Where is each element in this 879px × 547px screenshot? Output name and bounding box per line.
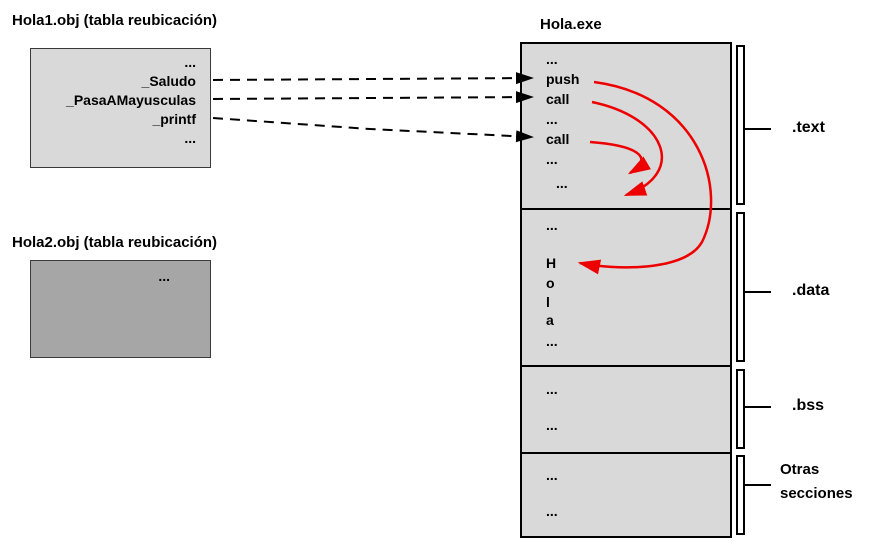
otras-label-line1: Otras [780, 461, 820, 478]
otras-line-dots1: ... [546, 467, 558, 483]
exe-title: Hola.exe [540, 16, 602, 33]
otras-section-label: Otras secciones [780, 458, 853, 506]
text-section-label: .text [792, 119, 825, 136]
text-line-dots3: ... [546, 151, 558, 167]
text-tick [745, 128, 771, 130]
text-section-strip [736, 45, 745, 205]
hola1-title: Hola1.obj (tabla reubicación) [12, 12, 218, 29]
text-line-push: push [546, 71, 580, 87]
data-line-dots1: ... [546, 217, 558, 233]
data-section-label: .data [792, 282, 830, 299]
data-line-a: a [546, 312, 554, 328]
hola1-row-saludo: _Saludo [141, 73, 196, 89]
hola2-title: Hola2.obj (tabla reubicación) [12, 234, 218, 251]
hola1-row-dots-bottom: ... [184, 130, 196, 146]
hola1-row-pasaamayusculas: _PasaAMayusculas [66, 92, 196, 108]
text-line-dots2: ... [546, 111, 558, 127]
hola1-row-dots-top: ... [184, 54, 196, 70]
hola1-relocation-table: ... _Saludo _PasaAMayusculas _printf ... [30, 48, 211, 168]
otras-section-strip [736, 455, 745, 535]
bss-section-label: .bss [792, 397, 825, 414]
text-line-call2: call [546, 131, 570, 147]
otras-label-line2: secciones [780, 485, 853, 502]
dashed-arrow-pasaamayusculas-to-call [212, 91, 534, 104]
data-tick [745, 291, 771, 293]
bss-section-strip [736, 369, 745, 449]
dashed-arrow-printf-to-call [212, 117, 534, 143]
bss-line-dots2: ... [546, 417, 558, 433]
hola2-relocation-table: ... [30, 260, 211, 358]
hola2-row-dots: ... [158, 268, 170, 284]
divider-data-bss [522, 365, 730, 367]
text-line-dots1: ... [546, 51, 558, 67]
data-line-h: H [546, 255, 557, 271]
bss-line-dots1: ... [546, 381, 558, 397]
text-line-dots4: ... [556, 175, 568, 191]
otras-tick [745, 484, 771, 486]
divider-bss-otras [522, 452, 730, 454]
data-line-o: o [546, 275, 555, 291]
exe-memory-box: ... push call ... call ... ... ... H o l… [520, 42, 732, 538]
otras-line-dots2: ... [546, 503, 558, 519]
data-line-l: l [546, 294, 550, 310]
data-section-strip [736, 212, 745, 362]
dashed-arrow-saludo-to-push [212, 72, 534, 85]
bss-tick [745, 406, 771, 408]
text-line-call1: call [546, 91, 570, 107]
divider-text-data [522, 208, 730, 210]
data-line-dots2: ... [546, 333, 558, 349]
hola1-row-printf: _printf [152, 111, 196, 127]
